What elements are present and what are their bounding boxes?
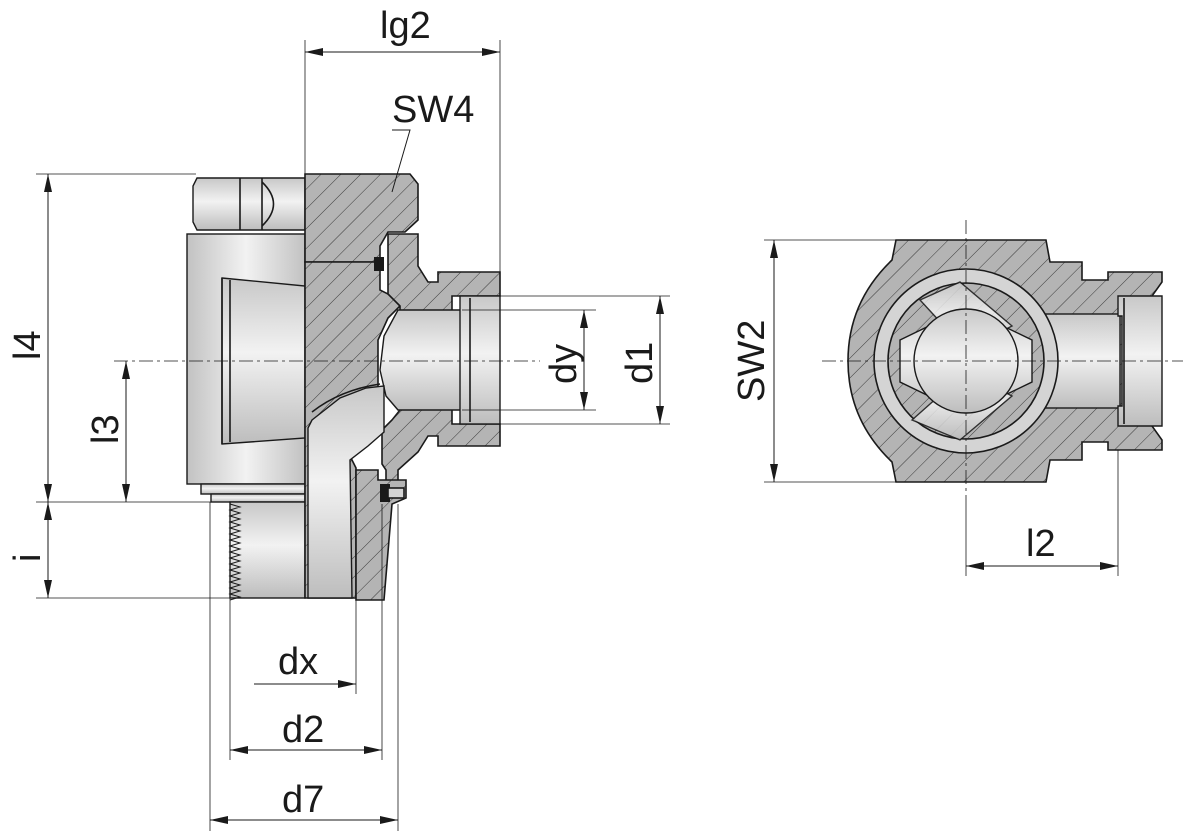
label-dx: dx [278,641,318,683]
label-d7: d7 [282,779,324,821]
left-view-centerline [114,40,540,598]
left-view-exterior [186,177,306,601]
label-d2: d2 [282,709,324,751]
label-lg2: lg2 [380,5,431,47]
left-view-section [304,173,501,601]
left-view-dimensions [36,40,670,831]
dimension-labels: lg2 SW4 l4 l3 i dy d1 dx d2 d7 SW2 l2 [7,5,1056,821]
label-i: i [7,554,49,562]
label-sw4: SW4 [392,89,474,131]
right-view-dimensions [764,239,1119,576]
label-l4: l4 [7,330,49,360]
label-l3: l3 [85,414,127,444]
label-dy: dy [543,344,585,384]
thread-teeth [228,503,242,601]
label-l2: l2 [1026,523,1056,565]
right-view [822,220,1183,500]
thread-profile [228,503,242,601]
label-sw2: SW2 [731,320,773,402]
label-d1: d1 [619,342,661,384]
